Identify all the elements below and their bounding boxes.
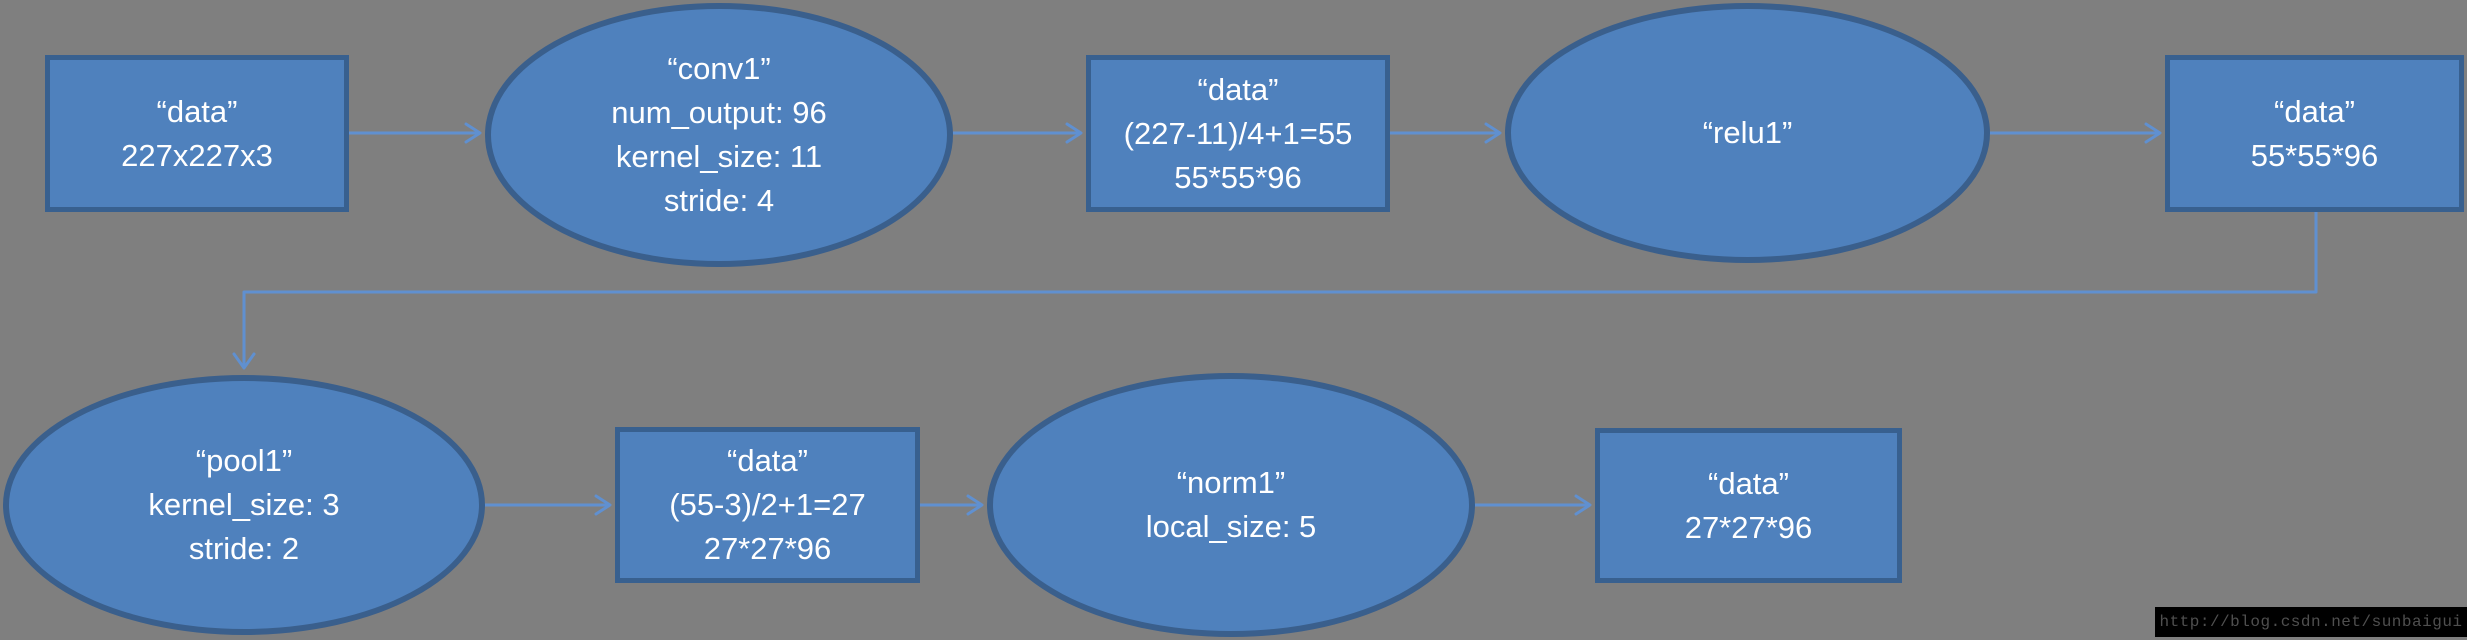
- arrow-conv1-to-data: [951, 122, 1083, 144]
- arrow-data-to-conv1: [347, 122, 482, 144]
- node-detail: kernel_size: 3: [148, 487, 340, 522]
- node-data-norm1-out: “data” 27*27*96: [1595, 428, 1902, 583]
- node-label: “data”: [727, 443, 808, 478]
- arrow-data-to-relu1: [1388, 122, 1502, 144]
- node-detail: 55*55*96: [1174, 159, 1302, 195]
- watermark-url: http://blog.csdn.net/sunbaigui: [2155, 607, 2467, 637]
- node-detail: stride: 4: [663, 183, 775, 218]
- node-detail: kernel_size: 11: [615, 139, 823, 174]
- node-detail: 227x227x3: [121, 137, 273, 173]
- node-detail: (55-3)/2+1=27: [669, 487, 866, 522]
- node-relu1: “relu1”: [1505, 3, 1990, 263]
- node-label: “data”: [1708, 465, 1789, 501]
- node-label: “data”: [156, 93, 238, 129]
- arrow-data-to-norm1: [918, 494, 984, 516]
- arrow-norm1-to-data: [1473, 494, 1592, 516]
- node-detail: num_output: 96: [611, 95, 827, 130]
- node-data-relu1-out: “data” 55*55*96: [2165, 55, 2464, 212]
- node-data-conv1-out: “data” (227-11)/4+1=55 55*55*96: [1086, 55, 1390, 212]
- node-detail: 27*27*96: [703, 531, 832, 566]
- elbow-connector-data-to-pool1: [232, 210, 2318, 370]
- node-detail: 55*55*96: [2250, 137, 2379, 173]
- node-data-pool1-out: “data” (55-3)/2+1=27 27*27*96: [615, 427, 920, 583]
- node-conv1: “conv1” num_output: 96 kernel_size: 11 s…: [485, 3, 953, 267]
- node-norm1: “norm1” local_size: 5: [987, 373, 1475, 637]
- node-label: “conv1”: [667, 51, 771, 86]
- node-detail: stride: 2: [188, 531, 300, 566]
- arrow-relu1-to-data: [1988, 122, 2162, 144]
- node-pool1: “pool1” kernel_size: 3 stride: 2: [3, 375, 485, 635]
- node-label: “norm1”: [1176, 465, 1286, 500]
- node-label: “relu1”: [1702, 115, 1793, 150]
- arrow-pool1-to-data: [483, 494, 612, 516]
- node-detail: local_size: 5: [1145, 509, 1317, 544]
- node-data-input: “data” 227x227x3: [45, 55, 349, 212]
- node-label: “data”: [2274, 93, 2355, 129]
- node-detail: 27*27*96: [1684, 509, 1813, 545]
- node-label: “data”: [1197, 71, 1279, 107]
- node-label: “pool1”: [195, 443, 293, 478]
- node-detail: (227-11)/4+1=55: [1123, 115, 1353, 151]
